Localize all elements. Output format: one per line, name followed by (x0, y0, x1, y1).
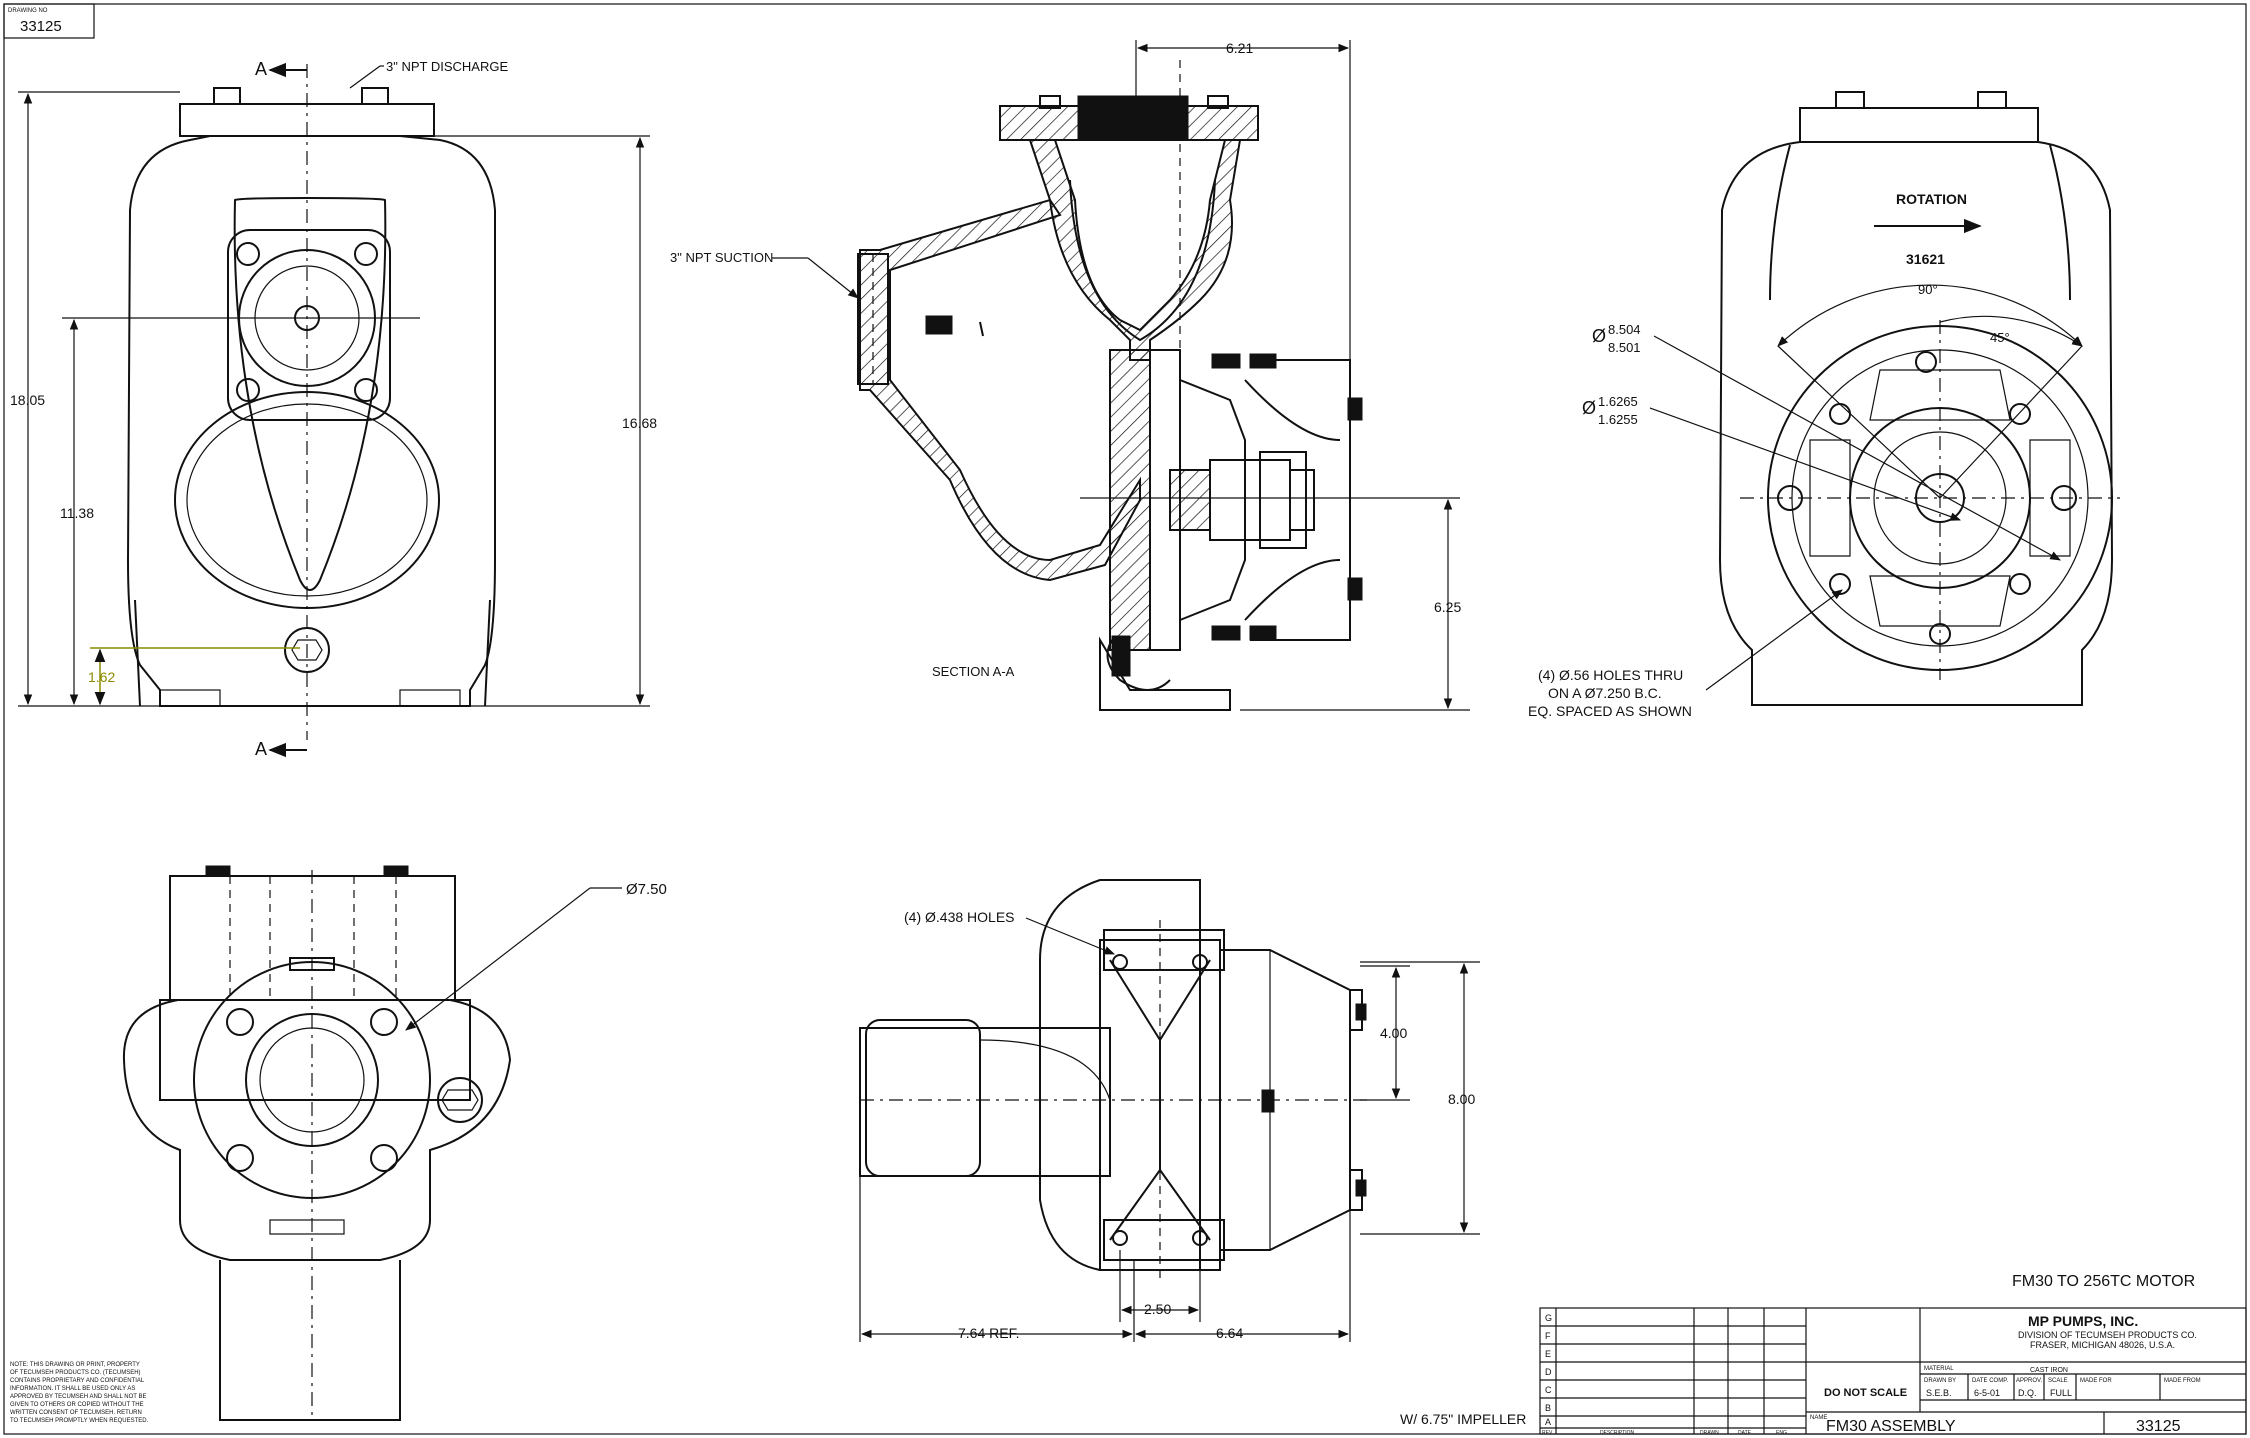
drawing-no-label: DRAWING NO (8, 8, 48, 14)
scale-value: FULL (2050, 1388, 2072, 1398)
approv-label: APPROV. (2016, 1378, 2042, 1384)
dim-250: 2.50 (1144, 1301, 1171, 1317)
name-label: NAME (1810, 1415, 1827, 1421)
rev-letter: B (1545, 1403, 1551, 1413)
rev-header: ENG (1776, 1430, 1787, 1436)
rev-header: DRAWN (1700, 1430, 1719, 1436)
drawing-number: 33125 (20, 18, 62, 35)
rev-header: DESCRIPTION (1600, 1430, 1635, 1436)
rev-letter: F (1545, 1331, 1551, 1341)
rev-letter: A (1545, 1417, 1551, 1427)
company-division: DIVISION OF TECUMSEH PRODUCTS CO. (2018, 1330, 2197, 1340)
rev-letter: C (1545, 1385, 1552, 1395)
rear-holes-note-2: ON A Ø7.250 B.C. (1548, 685, 1662, 701)
rev-letter: E (1545, 1349, 1551, 1359)
section-view: 6.21 6.25 3" NPT SUCTION SECTION A-A (670, 40, 1470, 711)
legal-note: NOTE: THIS DRAWING OR PRINT, PROPERTY OF… (10, 1362, 149, 1424)
made-for-label: MADE FOR (2080, 1378, 2112, 1384)
dim-overall-height: 18.05 (10, 392, 45, 408)
rotation-label: ROTATION (1896, 191, 1967, 207)
plan-holes-note: (4) Ø.438 HOLES (904, 909, 1015, 925)
title-block: G F E D C B A REV DESCRIPTION DRAWN DATE… (1539, 1307, 2247, 1436)
drawing-name: FM30 ASSEMBLY (1826, 1418, 1956, 1435)
dim-664: 6.64 (1216, 1325, 1243, 1341)
shaft-dia-symbol: Ø (1582, 398, 1596, 418)
drawing-number-box: DRAWING NO 33125 (3, 3, 95, 39)
dim-4: 4.00 (1380, 1025, 1407, 1041)
legal-line: OF TECUMSEH PRODUCTS CO. (TECUMSEH) (10, 1370, 141, 1376)
casting-number: 31621 (1906, 251, 1945, 267)
rev-letter: G (1545, 1313, 1552, 1323)
dim-center-height: 11.38 (60, 505, 94, 521)
legal-line: NOTE: THIS DRAWING OR PRINT, PROPERTY (10, 1362, 140, 1368)
section-label-top: A (255, 59, 267, 79)
top-view: Ø7.50 (122, 865, 667, 1421)
angle-90: 90° (1918, 282, 1938, 297)
section-caption: SECTION A-A (932, 664, 1015, 679)
rear-holes-note-1: (4) Ø.56 HOLES THRU (1538, 667, 1683, 683)
plan-view: (4) Ø.438 HOLES 4.00 8.00 2.50 7.64 REF.… (859, 879, 1480, 1342)
dim-8: 8.00 (1448, 1091, 1475, 1107)
motor-note: FM30 TO 256TC MOTOR (2012, 1273, 2195, 1290)
pilot-dia-max: 8.504 (1608, 322, 1641, 337)
pilot-dia-symbol: Ø (1592, 326, 1606, 346)
rear-view: ROTATION 31621 90° 45° Ø 8.504 8.501 Ø 1… (1528, 91, 2120, 719)
material-value: CAST IRON (2030, 1367, 2068, 1374)
company-name: MP PUMPS, INC. (2028, 1313, 2138, 1329)
impeller-note: W/ 6.75" IMPELLER (1400, 1411, 1526, 1427)
flange-dia: Ø7.50 (626, 881, 667, 898)
do-not-scale: DO NOT SCALE (1824, 1387, 1907, 1399)
front-view: A A 3" NPT DISCHARGE 18.05 16.68 11.38 1… (10, 59, 657, 759)
legal-line: WRITTEN CONSENT OF TECUMSEH. RETURN (10, 1410, 142, 1416)
drawn-by-value: S.E.B. (1926, 1388, 1952, 1398)
section-label-bottom: A (255, 739, 267, 759)
material-label: MATERIAL (1924, 1366, 1954, 1372)
legal-line: TO TECUMSEH PROMPTLY WHEN REQUESTED. (10, 1418, 149, 1424)
legal-line: INFORMATION. IT SHALL BE USED ONLY AS (10, 1386, 135, 1392)
made-from-label: MADE FROM (2164, 1378, 2201, 1384)
legal-line: GIVEN TO OTHERS OR COPIED WITHOUT THE (10, 1402, 144, 1408)
date-comp-label: DATE COMP. (1972, 1378, 2008, 1384)
title-block-number: 33125 (2136, 1418, 2181, 1435)
dim-base: 1.62 (88, 669, 115, 685)
rev-header: DATE (1738, 1430, 1752, 1436)
discharge-note: 3" NPT DISCHARGE (386, 59, 508, 74)
company-address: FRASER, MICHIGAN 48026, U.S.A. (2030, 1340, 2175, 1350)
legal-line: CONTAINS PROPRIETARY AND CONFIDENTIAL (10, 1378, 145, 1384)
scale-label: SCALE (2048, 1378, 2068, 1384)
pilot-dia-min: 8.501 (1608, 340, 1641, 355)
sheet-border (3, 3, 2247, 1435)
shaft-dia-min: 1.6255 (1598, 412, 1638, 427)
rev-header: REV (1542, 1430, 1553, 1436)
dim-shaft-height: 6.25 (1434, 599, 1461, 615)
angle-45: 45° (1990, 330, 2010, 345)
dim-764: 7.64 REF. (958, 1325, 1019, 1341)
date-comp-value: 6-5-01 (1974, 1388, 2000, 1398)
approv-value: D.Q. (2018, 1388, 2037, 1398)
drawn-by-label: DRAWN BY (1924, 1378, 1956, 1384)
suction-note: 3" NPT SUCTION (670, 250, 773, 265)
dim-body-height: 16.68 (622, 415, 657, 431)
shaft-dia-max: 1.6265 (1598, 394, 1638, 409)
rev-letter: D (1545, 1367, 1552, 1377)
legal-line: APPROVED BY TECUMSEH AND SHALL NOT BE (10, 1394, 147, 1400)
rear-holes-note-3: EQ. SPACED AS SHOWN (1528, 703, 1692, 719)
dim-section-width: 6.21 (1226, 40, 1253, 56)
